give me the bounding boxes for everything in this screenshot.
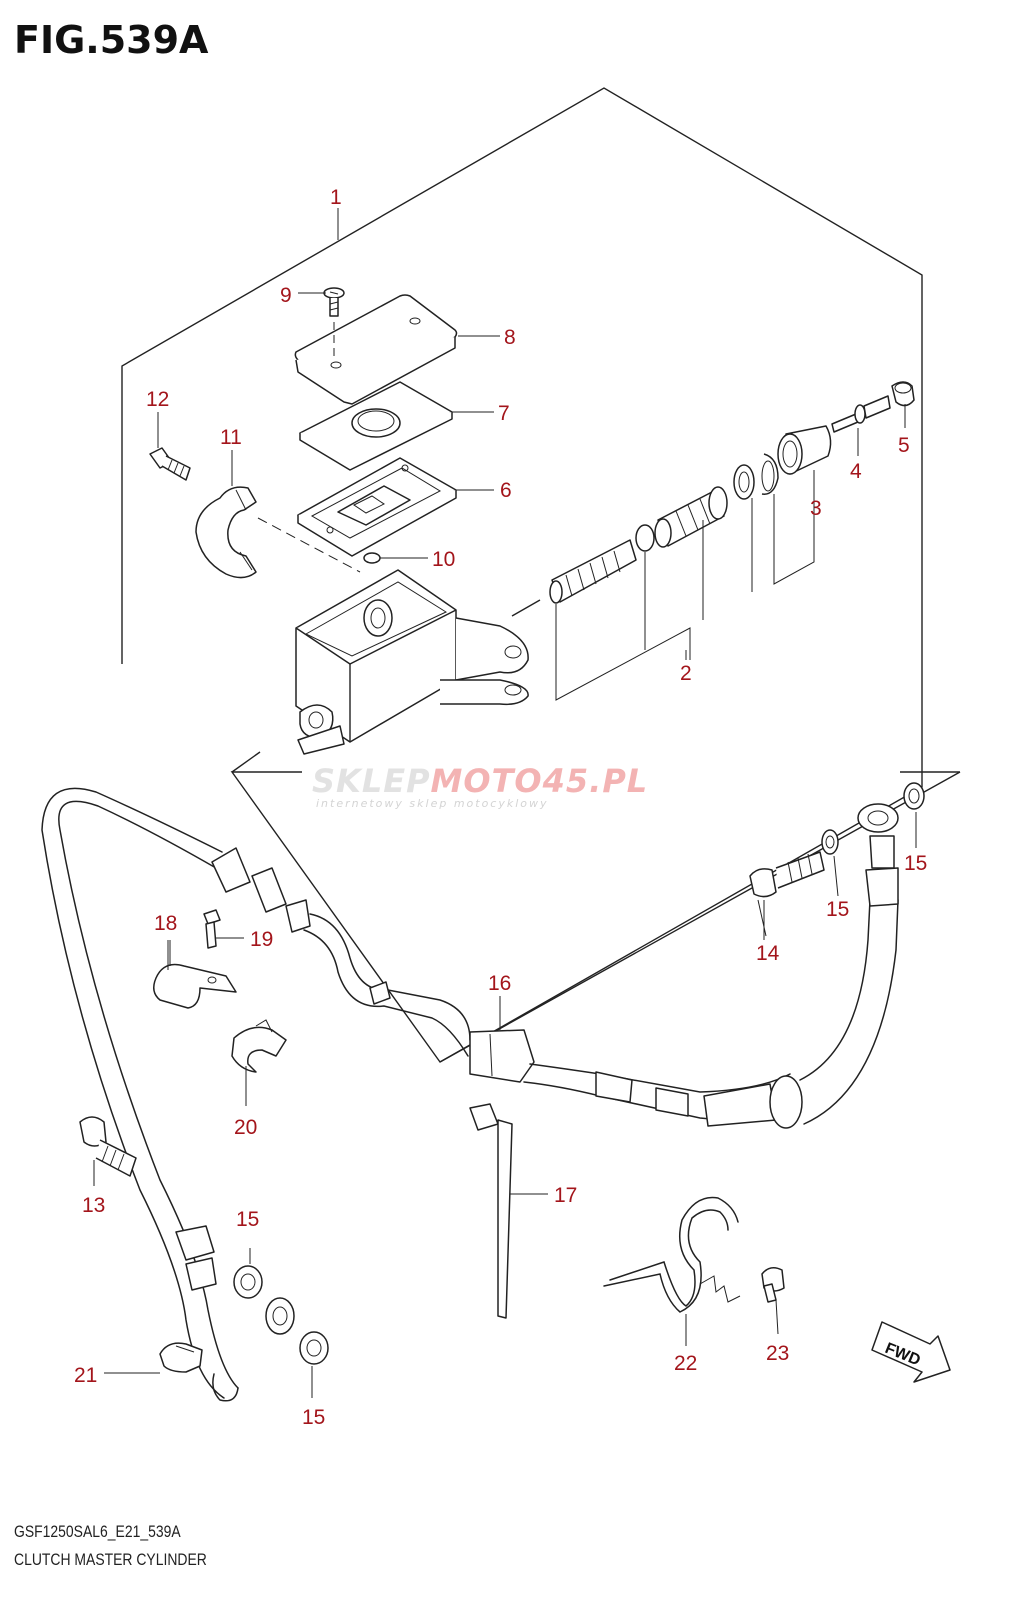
diaphragm-part xyxy=(297,457,457,557)
clutch-hose-part xyxy=(41,787,899,1402)
callout-21: 21 xyxy=(74,1364,97,1387)
callout-3: 3 xyxy=(810,497,822,520)
wire-guide-part xyxy=(603,1196,741,1346)
reservoir-cap-part xyxy=(294,294,458,405)
guide-bolt-part xyxy=(761,1267,785,1335)
master-cylinder-body xyxy=(295,569,541,755)
watermark-subtitle: internetowy sklep motocyklowy xyxy=(316,797,549,810)
callout-8: 8 xyxy=(504,326,516,349)
cap-screw-part xyxy=(323,287,345,360)
callout-13: 13 xyxy=(82,1194,105,1217)
boot-part xyxy=(761,425,832,585)
watermark-left: SKLEP xyxy=(312,762,431,800)
callout-9: 9 xyxy=(280,284,292,307)
callout-1: 1 xyxy=(330,186,342,209)
callout-15-top-right: 15 xyxy=(904,852,927,875)
piston-set-part xyxy=(549,464,755,701)
callout-12: 12 xyxy=(146,388,169,411)
watermark-logo: SKLEPMOTO45.PL xyxy=(312,762,648,800)
callout-20: 20 xyxy=(234,1116,257,1139)
callout-16: 16 xyxy=(488,972,511,995)
callout-22: 22 xyxy=(674,1352,697,1375)
callout-6: 6 xyxy=(500,479,512,502)
oring-part xyxy=(363,552,381,564)
callout-4: 4 xyxy=(850,460,862,483)
callout-5: 5 xyxy=(898,434,910,457)
clamp-bolt-part xyxy=(149,447,191,481)
callout-15-bottom: 15 xyxy=(302,1406,325,1429)
callout-leaders xyxy=(157,208,767,970)
callout-23: 23 xyxy=(766,1342,789,1365)
callout-11: 11 xyxy=(220,426,242,449)
callout-15-right: 15 xyxy=(826,898,849,921)
callout-14: 14 xyxy=(756,942,780,965)
banjo-bolt-part xyxy=(749,851,825,940)
model-code: GSF1250SAL6_E21_539A xyxy=(14,1522,181,1541)
hose-clip-part xyxy=(231,1019,287,1106)
callout-15-left: 15 xyxy=(236,1208,259,1231)
figure-title: FIG.539A xyxy=(14,18,209,62)
callout-2: 2 xyxy=(680,662,692,685)
washer-parts xyxy=(233,782,925,1398)
cable-tie-part xyxy=(469,1103,548,1319)
guide-clip-part xyxy=(104,1342,203,1374)
fwd-arrow-icon xyxy=(871,1321,951,1383)
callout-7: 7 xyxy=(498,402,510,425)
diaphragm-plate-part xyxy=(299,381,453,471)
figure-name: CLUTCH MASTER CYLINDER xyxy=(14,1550,207,1569)
hose-clamp-part xyxy=(153,909,237,1009)
hose-bolt-part xyxy=(79,1116,137,1186)
callout-10: 10 xyxy=(432,548,455,571)
pushrod-cap-part xyxy=(891,381,915,428)
callout-19: 19 xyxy=(250,928,273,951)
callout-numbers: 1 2 3 4 5 6 7 8 9 10 11 12 13 14 15 15 1… xyxy=(74,186,927,1429)
callout-17: 17 xyxy=(554,1184,577,1207)
watermark-right: MOTO45.PL xyxy=(430,762,649,800)
handlebar-clamp-part xyxy=(195,486,361,579)
callout-18: 18 xyxy=(154,912,177,935)
pushrod-part xyxy=(831,395,891,456)
